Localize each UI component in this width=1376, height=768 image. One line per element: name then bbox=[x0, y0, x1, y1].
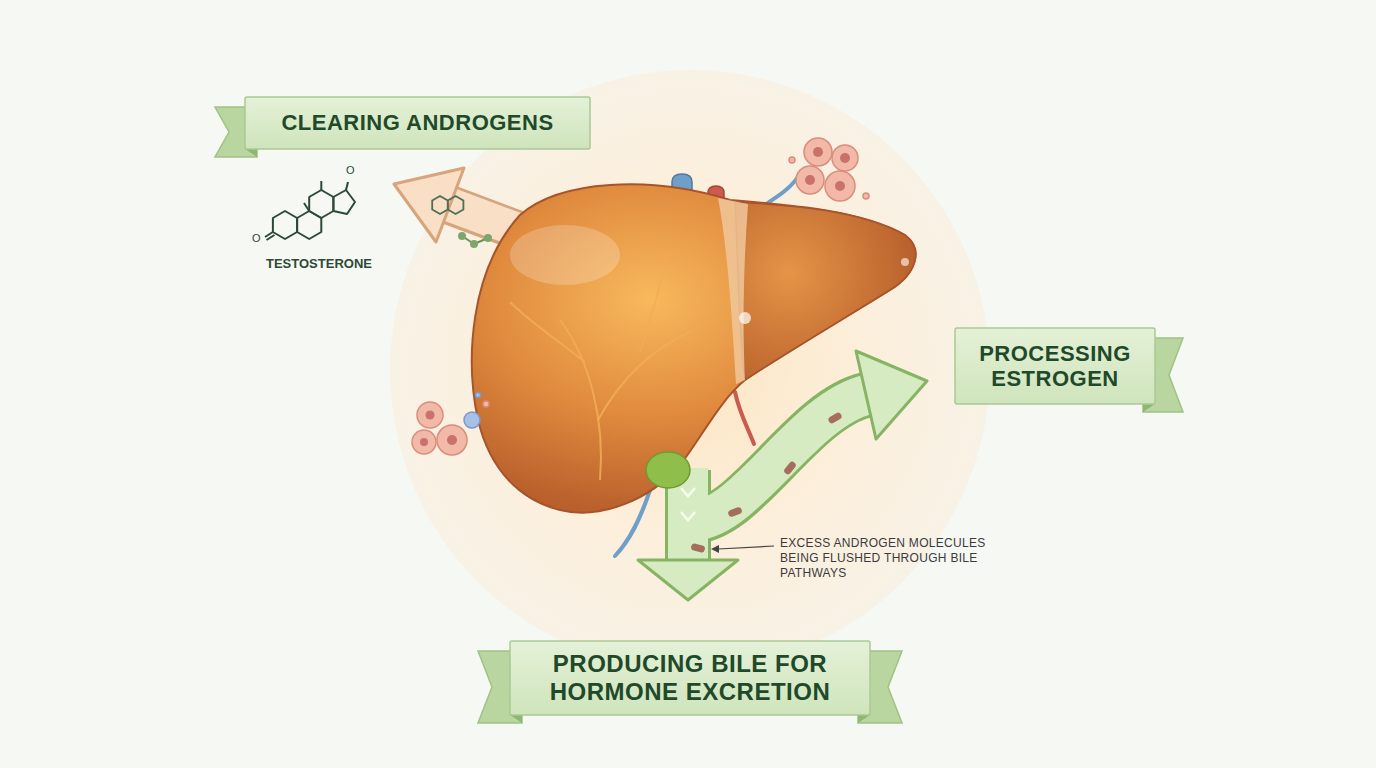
atom-symbol: O bbox=[252, 232, 261, 246]
atom-symbol: O bbox=[252, 232, 261, 246]
bile-arrow-head bbox=[638, 560, 738, 600]
ribbon-body: PROCESSING ESTROGEN bbox=[955, 328, 1155, 404]
banner-text: PROCESSING ESTROGEN bbox=[969, 341, 1141, 392]
cell-dot bbox=[483, 401, 489, 407]
molecule-atom bbox=[484, 234, 492, 242]
cell-dot bbox=[789, 157, 795, 163]
arrow-head bbox=[394, 168, 464, 242]
falciform-ligament bbox=[718, 198, 748, 384]
hydroxyl-bond bbox=[346, 182, 348, 190]
atom-symbol: O bbox=[346, 164, 355, 178]
ring-c bbox=[309, 190, 333, 218]
carbonyl-bond bbox=[267, 235, 275, 240]
ribbon-body: PRODUCING BILE FOR HORMONE EXCRETION bbox=[510, 641, 870, 715]
sparkle bbox=[739, 312, 751, 324]
cell bbox=[825, 171, 855, 201]
cell-nucleus bbox=[840, 153, 850, 163]
ribbon-face bbox=[245, 97, 590, 149]
cell bbox=[464, 412, 480, 428]
ribbon-fold bbox=[510, 715, 522, 723]
cell-cluster bbox=[789, 138, 869, 201]
banner-text: PRODUCING BILE FOR HORMONE EXCRETION bbox=[524, 650, 856, 705]
liver-highlight bbox=[510, 225, 620, 285]
molecule-atom bbox=[458, 232, 466, 240]
cell bbox=[804, 138, 832, 166]
ribbon-body: CLEARING ANDROGENS bbox=[245, 97, 590, 149]
ribbon-fold bbox=[858, 715, 870, 723]
cell-dot bbox=[863, 193, 869, 199]
flow-chevron bbox=[681, 512, 695, 520]
liver-vein bbox=[510, 302, 585, 362]
glow-circle bbox=[390, 70, 990, 670]
sparkle bbox=[901, 258, 909, 266]
cell-nucleus bbox=[835, 181, 845, 191]
cell bbox=[417, 402, 443, 428]
callout-note: EXCESS ANDROGEN MOLECULES BEING FLUSHED … bbox=[780, 536, 998, 581]
ribbon-fold bbox=[245, 149, 257, 157]
methyl-bond bbox=[304, 203, 309, 211]
cell-nucleus bbox=[420, 438, 428, 446]
liver bbox=[472, 184, 916, 512]
cell-nucleus bbox=[805, 175, 815, 185]
molecule-atom bbox=[470, 240, 478, 248]
callout-note: EXCESS ANDROGEN MOLECULES BEING FLUSHED … bbox=[780, 536, 998, 581]
cell bbox=[832, 145, 858, 171]
cell-nucleus bbox=[426, 411, 435, 420]
ring-a bbox=[273, 211, 297, 239]
cell-nucleus bbox=[813, 147, 823, 157]
androgen-molecule bbox=[827, 411, 843, 424]
liver-vein bbox=[560, 320, 601, 480]
ribbon-banner: PRODUCING BILE FOR HORMONE EXCRETION bbox=[478, 641, 902, 723]
ring-d bbox=[333, 190, 355, 214]
liver-vein bbox=[640, 262, 665, 352]
ribbon-face bbox=[510, 641, 870, 715]
ribbon-fold bbox=[1143, 404, 1155, 412]
leader-arrow bbox=[711, 545, 719, 553]
molecule-name: TESTOSTERONE bbox=[266, 256, 372, 272]
cell-cluster bbox=[412, 393, 489, 456]
cell bbox=[412, 430, 436, 454]
cell bbox=[437, 425, 467, 455]
androgen-molecule bbox=[690, 543, 705, 553]
leader-line bbox=[718, 546, 774, 549]
flow-chevron bbox=[681, 488, 695, 496]
bile-arrow-head bbox=[856, 351, 927, 439]
methyl-bond bbox=[320, 181, 322, 190]
ribbon-face bbox=[955, 328, 1155, 404]
artery bbox=[735, 392, 754, 444]
atom-symbol: O bbox=[346, 164, 355, 178]
cell-dot bbox=[476, 393, 481, 398]
molecule-name: TESTOSTERONE bbox=[266, 256, 372, 272]
banner-text: CLEARING ANDROGENS bbox=[281, 110, 553, 135]
gallbladder bbox=[646, 452, 690, 488]
cell bbox=[796, 166, 824, 194]
ribbon-banner: PROCESSING ESTROGEN bbox=[955, 328, 1183, 412]
ribbon-banner: CLEARING ANDROGENS bbox=[215, 97, 590, 157]
testosterone-structure bbox=[265, 181, 355, 240]
cell-nucleus bbox=[447, 435, 457, 445]
liver-right-lobe bbox=[472, 184, 916, 512]
androgen-molecule bbox=[783, 460, 797, 475]
molecule-icon bbox=[448, 196, 464, 214]
liver-vein bbox=[598, 332, 690, 420]
liver-left-lobe bbox=[735, 202, 916, 380]
androgen-molecule bbox=[727, 506, 743, 517]
molecule-icon bbox=[432, 196, 448, 214]
